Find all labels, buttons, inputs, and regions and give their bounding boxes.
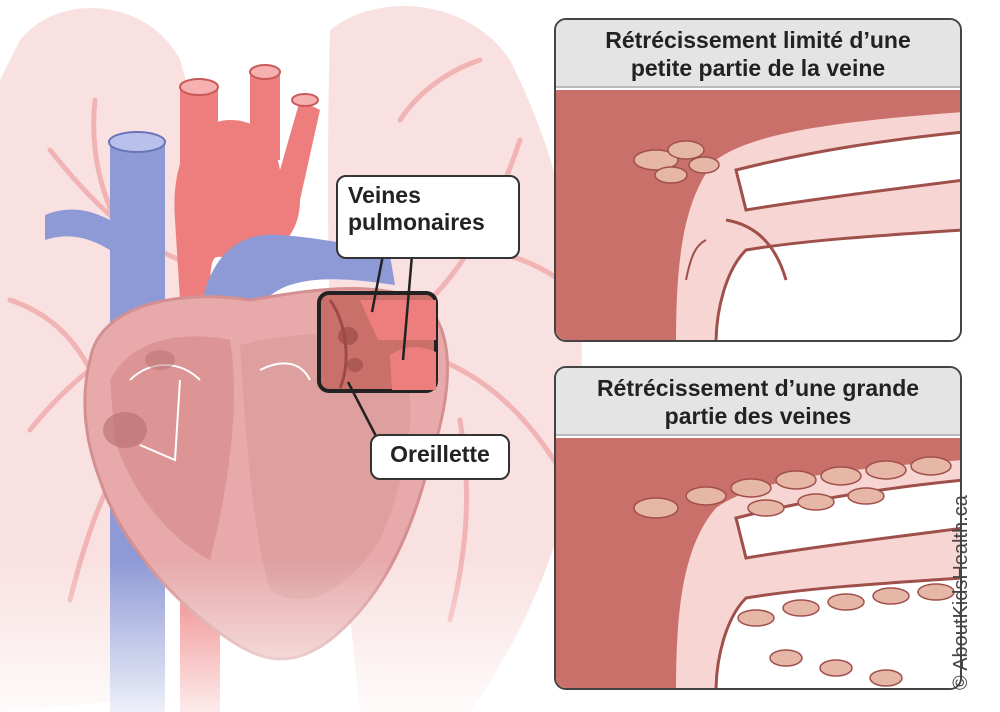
- panel-extensive-narrowing-title: Rétrécissement d’une grande partie des v…: [556, 368, 960, 436]
- pulmonary-veins-label-line-2: pulmonaires: [348, 209, 485, 235]
- panel-limited-narrowing-illustration: [556, 90, 960, 340]
- panel-limited-narrowing-title-line-1: Rétrécissement limité d’une: [605, 27, 911, 53]
- copyright-credit: © AboutKidsHealth.ca: [950, 495, 972, 690]
- panel-extensive-narrowing-title-line-2: partie des veines: [664, 403, 852, 429]
- panel-extensive-narrowing-illustration: [556, 438, 960, 688]
- atrium-zoom-box: [317, 291, 438, 393]
- pulmonary-veins-label-line-1: Veines: [348, 182, 421, 208]
- panel-extensive-narrowing: Rétrécissement d’une grande partie des v…: [554, 366, 962, 690]
- panel-limited-narrowing: Rétrécissement limité d’une petite parti…: [554, 18, 962, 342]
- panel-extensive-narrowing-title-line-1: Rétrécissement d’une grande: [596, 375, 920, 401]
- bottom-fade: [0, 560, 540, 712]
- atrium-label: Oreillette: [370, 434, 510, 480]
- atrium-label-text: Oreillette: [390, 441, 490, 467]
- panel-limited-narrowing-title-line-2: petite partie de la veine: [630, 55, 886, 81]
- callout-lines: [346, 254, 414, 441]
- pulmonary-veins-label: Veines pulmonaires: [336, 175, 520, 259]
- panel-limited-narrowing-title: Rétrécissement limité d’une petite parti…: [556, 20, 960, 88]
